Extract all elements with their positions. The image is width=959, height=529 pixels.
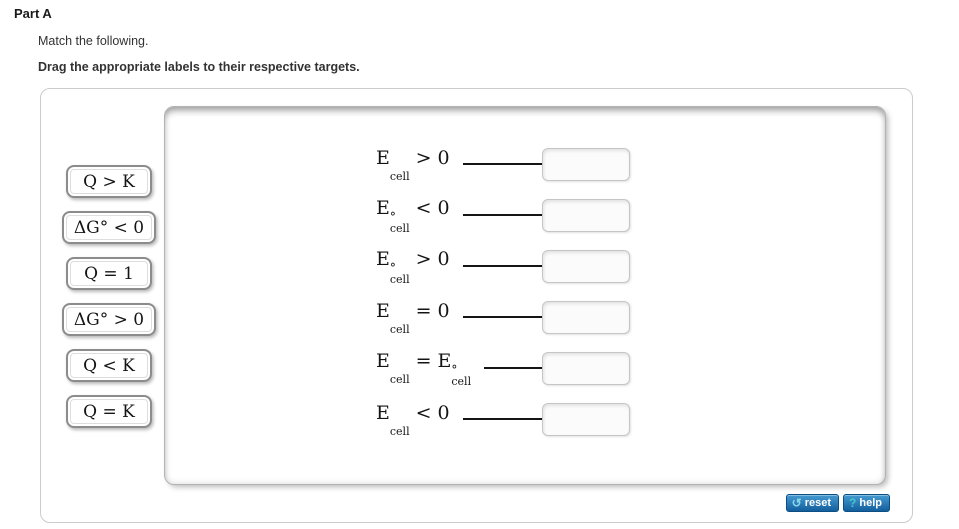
help-button-label: help (859, 497, 882, 509)
help-button[interactable]: ? help (843, 494, 890, 512)
drag-label[interactable]: ΔG° < 0 (61, 211, 157, 244)
equation-text: E°cell>0 (376, 248, 450, 285)
drop-target[interactable] (542, 249, 630, 283)
equation-operator: < (415, 401, 432, 424)
reset-button[interactable]: ↺ reset (785, 494, 840, 512)
equation-rhs: 0 (437, 146, 450, 169)
connector-line (462, 265, 542, 267)
part-title: Part A (14, 6, 52, 21)
equation-rhs: 0 (437, 247, 450, 270)
connector-line (462, 316, 542, 318)
drop-target[interactable] (542, 147, 630, 181)
drag-instruction-text: Drag the appropriate labels to their res… (38, 60, 360, 74)
equation-text: E°cell<0 (376, 197, 450, 234)
help-icon: ? (849, 496, 857, 510)
equation-rhs: E°cell (437, 349, 472, 388)
drag-labels-column: Q > K ΔG° < 0 Q = 1 ΔG° > 0 Q < K Q = K (53, 165, 165, 428)
instruction-text: Match the following. (38, 34, 149, 48)
equation-lhs: E°cell (376, 247, 410, 286)
drop-target[interactable] (542, 351, 630, 385)
drop-target[interactable] (542, 198, 630, 232)
drag-label[interactable]: Q = K (66, 395, 152, 428)
match-row: E°cell<0 (376, 197, 630, 234)
toolbar: ↺ reset ? help (785, 494, 890, 512)
equation-rhs: 0 (437, 401, 450, 424)
drag-label[interactable]: Q = 1 (66, 257, 152, 290)
equation-operator: < (415, 196, 432, 219)
connector-line (462, 163, 542, 165)
equation-operator: > (415, 146, 432, 169)
reset-button-label: reset (804, 497, 832, 509)
equation-rhs: 0 (437, 196, 450, 219)
connector-line (484, 367, 542, 369)
drop-target[interactable] (542, 300, 630, 334)
equation-operator: = (415, 349, 432, 372)
equation-lhs: E°cell (376, 196, 410, 235)
connector-line (462, 418, 542, 420)
drag-label[interactable]: Q > K (66, 165, 152, 198)
reset-icon: ↺ (791, 496, 802, 510)
equation-operator: > (415, 247, 432, 270)
connector-line (462, 214, 542, 216)
drag-label[interactable]: ΔG° > 0 (61, 303, 157, 336)
drop-target[interactable] (542, 402, 630, 436)
equation-operator: = (415, 299, 432, 322)
question-panel: Q > K ΔG° < 0 Q = 1 ΔG° > 0 Q < K Q = K … (40, 88, 913, 523)
equation-rhs: 0 (437, 299, 450, 322)
match-row: E°cell>0 (376, 248, 630, 285)
drag-label[interactable]: Q < K (66, 349, 152, 382)
